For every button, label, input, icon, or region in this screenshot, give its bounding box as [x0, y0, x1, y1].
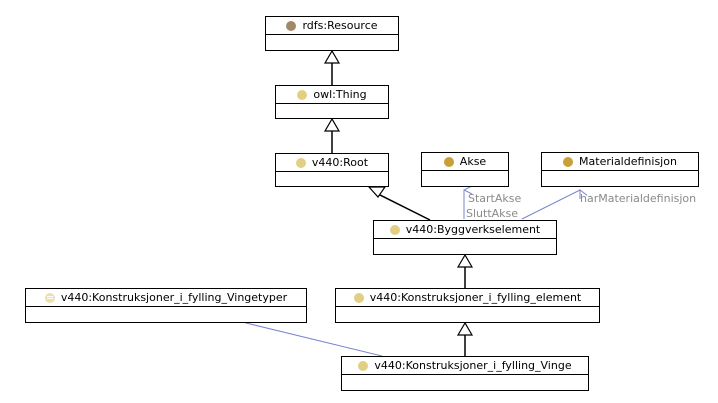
inheritance-thing-to-resource	[323, 49, 341, 85]
class-label: Akse	[459, 155, 487, 168]
class-label: v440:Root	[311, 156, 369, 169]
class-icon	[297, 89, 308, 100]
class-icon	[389, 224, 400, 235]
inheritance-element-to-byggverkselement	[456, 253, 474, 289]
class-label: v440:Konstruksjoner_i_fylling_Vingetyper	[60, 291, 288, 304]
class-label: v440:Konstruksjoner_i_fylling_Vinge	[374, 359, 572, 372]
class-v440-byggverkselement[interactable]: v440:Byggverkselement	[373, 220, 557, 255]
class-label: v440:Byggverkselement	[405, 223, 541, 236]
inheritance-vinge-to-element	[456, 321, 474, 356]
class-icon	[295, 157, 306, 168]
class-icon	[353, 292, 364, 303]
resource-icon	[286, 20, 297, 31]
class-rdfs-resource[interactable]: rdfs:Resource	[265, 16, 399, 51]
external-class-icon	[443, 156, 454, 167]
edge-label-harmaterialdefinisjon: harMaterialdefinisjon	[580, 192, 697, 205]
class-materialdefinisjon[interactable]: Materialdefinisjon	[541, 152, 699, 187]
class-label: v440:Konstruksjoner_i_fylling_element	[369, 291, 582, 304]
edge-label-sluttakse: SluttAkse	[466, 207, 519, 220]
relation-vinge-to-vingetyper	[246, 323, 383, 357]
class-label: Materialdefinisjon	[579, 155, 677, 168]
class-v440-vingetyper[interactable]: v440:Konstruksjoner_i_fylling_Vingetyper	[25, 288, 307, 323]
class-owl-thing[interactable]: owl:Thing	[275, 85, 389, 119]
external-class-icon	[563, 156, 574, 167]
class-v440-fylling-element[interactable]: v440:Konstruksjoner_i_fylling_element	[335, 288, 600, 323]
class-icon	[358, 360, 369, 371]
inheritance-byggverkselement-to-root	[367, 186, 431, 221]
class-label: owl:Thing	[313, 88, 367, 101]
inheritance-root-to-thing	[323, 117, 341, 153]
class-v440-fylling-vinge[interactable]: v440:Konstruksjoner_i_fylling_Vinge	[341, 356, 589, 391]
edge-label-startakse: StartAkse	[468, 192, 522, 205]
class-akse[interactable]: Akse	[421, 152, 509, 187]
class-label: rdfs:Resource	[302, 19, 378, 32]
class-v440-root[interactable]: v440:Root	[275, 153, 389, 187]
enumeration-icon	[44, 292, 55, 303]
relation-harmaterialdefinisjon	[521, 190, 580, 220]
